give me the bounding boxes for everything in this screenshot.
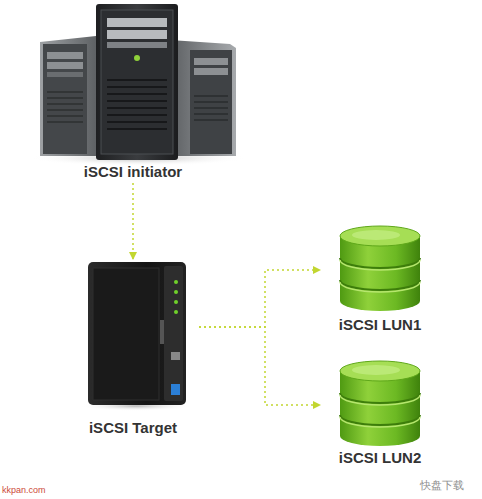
dotted-connector — [199, 327, 320, 405]
device-node: iSCSI initiator — [24, 0, 242, 181]
node-label: iSCSI Target — [69, 419, 197, 437]
server-middle — [96, 4, 178, 160]
node-label: iSCSI LUN2 — [321, 449, 439, 467]
device-node: iSCSI LUN2 — [321, 361, 439, 467]
device-node: iSCSI LUN1 — [321, 226, 439, 334]
node-label: iSCSI initiator — [24, 163, 242, 181]
dotted-connector — [199, 270, 320, 327]
watermark-logo: 快盘下载 — [420, 478, 464, 493]
nas-device — [80, 262, 192, 411]
server-left — [40, 36, 104, 156]
watermark-url: kkpan.com — [2, 485, 46, 495]
device-node: iSCSI Target — [69, 260, 197, 437]
lun-cylinder — [340, 226, 420, 311]
dotted-connector — [132, 183, 134, 259]
lun-cylinder — [340, 361, 420, 446]
server-right — [170, 40, 236, 156]
node-label: iSCSI LUN1 — [321, 316, 439, 334]
